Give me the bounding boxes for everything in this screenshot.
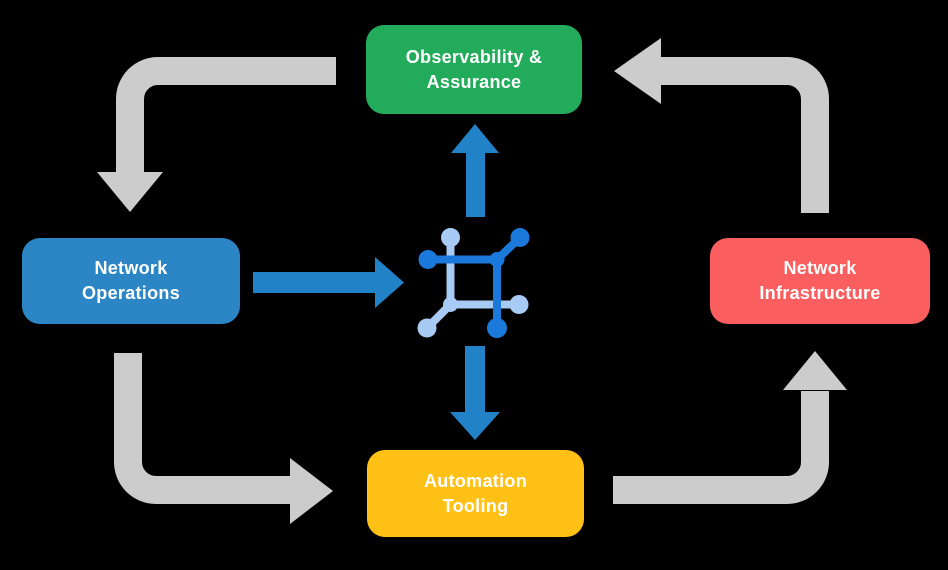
node-observability-assurance: Observability & Assurance (366, 25, 582, 114)
arrow-operations-to-center (253, 257, 404, 308)
node-label-line: Automation (424, 470, 527, 491)
gray-flow-arrow-shafts (114, 57, 829, 504)
node-label-line: Tooling (442, 495, 509, 516)
node-label-line: Operations (81, 283, 181, 303)
arrow-automation-to-infrastructure-shaft (613, 391, 829, 504)
network-icon-light-nodes (417, 228, 529, 338)
arrow-head-left-to-observability (614, 38, 661, 104)
node-network-operations: Network Operations (22, 238, 240, 324)
arrow-observability-to-operations-shaft (116, 57, 336, 174)
network-automation-icon (417, 228, 530, 338)
node-label-line: Observability & (405, 46, 543, 67)
icon-dark-node (487, 318, 507, 338)
arrow-head-up-to-infrastructure (783, 351, 847, 390)
arrow-operations-to-automation-shaft (114, 353, 291, 504)
node-automation-tooling: Automation Tooling (367, 450, 584, 537)
arrow-head-right-to-automation (290, 458, 333, 524)
icon-light-node (509, 295, 529, 314)
node-label-line: Infrastructure (759, 283, 881, 303)
icon-dark-junction (489, 252, 505, 267)
node-label-line: Network (783, 258, 857, 278)
network-icon-dark-nodes (418, 228, 530, 338)
icon-light-junction (443, 297, 458, 312)
arrow-center-to-observability (451, 124, 499, 217)
node-label-line: Assurance (426, 71, 522, 92)
node-label-line: Network (94, 258, 168, 278)
gray-flow-arrow-heads (97, 38, 847, 524)
icon-dark-node (510, 228, 530, 247)
icon-light-node (441, 228, 460, 247)
icon-light-node (417, 318, 437, 338)
arrow-center-to-automation (450, 346, 500, 440)
arrow-head-down-to-operations (97, 172, 163, 212)
blue-io-arrows (253, 124, 500, 440)
node-network-infrastructure: Network Infrastructure (710, 238, 930, 324)
arrow-infrastructure-to-observability-shaft (661, 57, 829, 213)
icon-dark-node (418, 250, 438, 269)
